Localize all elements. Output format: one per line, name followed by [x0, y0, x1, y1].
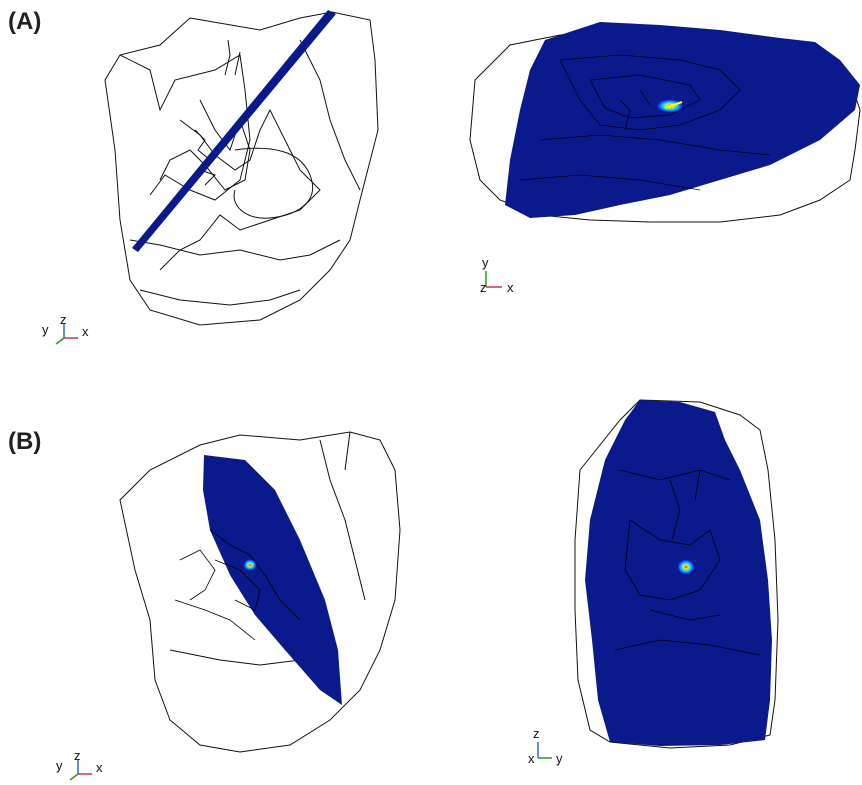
slice-plane-b-right [585, 400, 772, 746]
slice-plane-a-right [505, 22, 860, 218]
axis-label-y: y [556, 751, 563, 766]
view-a-left [104, 11, 379, 326]
axis-label-z: z [480, 280, 487, 295]
slice-plane-b-left [203, 455, 342, 705]
axis-label-x: x [82, 324, 89, 339]
axis-triad-b-right: z x y [528, 726, 563, 766]
slice-plane-a-left [132, 10, 336, 252]
body-outline-b-left [119, 431, 401, 753]
axis-triad-a-left: y z x [42, 316, 89, 345]
axis-triad-a-right: y z x [480, 255, 514, 295]
axis-label-y: y [56, 758, 63, 773]
body-outline [104, 11, 379, 326]
axis-label-x: x [96, 760, 103, 775]
axis-label-x: x [507, 280, 514, 295]
axis-label-x: x [528, 751, 535, 766]
body-outline-b-right [574, 399, 779, 749]
axis-label-z: z [533, 726, 540, 741]
axis-label-y: y [42, 322, 49, 337]
panel-label-a: (A) [8, 8, 42, 35]
panel-label-b: (B) [8, 428, 42, 455]
view-b-left [119, 431, 401, 753]
axis-triad-b-left: y z x [56, 752, 103, 781]
axis-label-z: z [74, 752, 81, 763]
axis-label-z: z [60, 316, 67, 327]
axis-label-y: y [482, 255, 489, 270]
view-b-right [574, 399, 779, 749]
view-a-right [469, 22, 861, 223]
